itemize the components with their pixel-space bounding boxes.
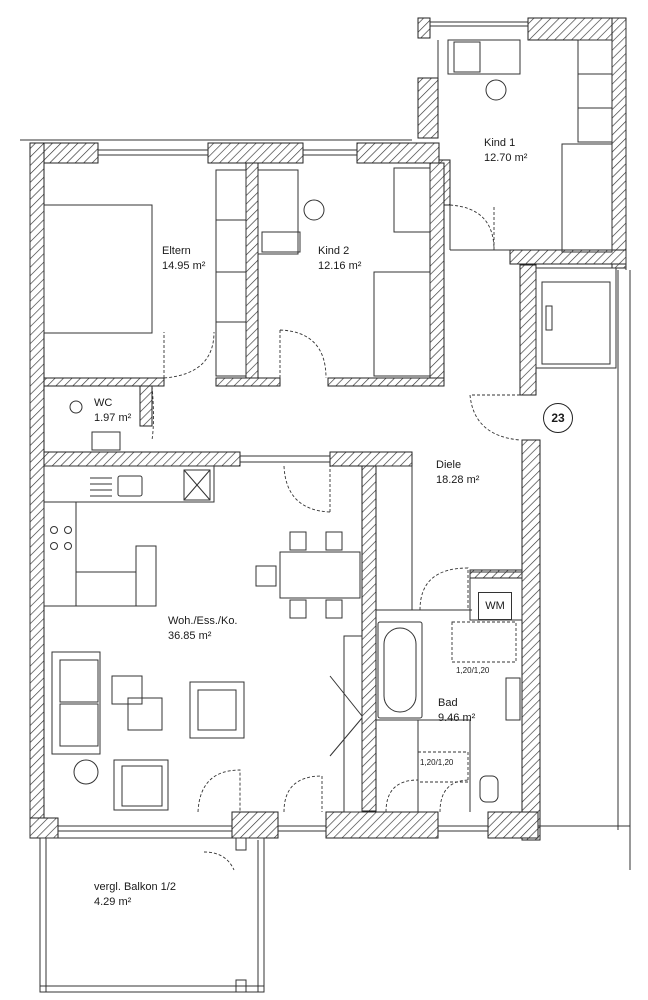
wall-kind2-bottom-right	[327, 377, 445, 387]
room-eltern-name: Eltern	[162, 245, 191, 257]
room-eltern-area: 14.95 m²	[162, 260, 206, 272]
door-eltern	[163, 331, 215, 379]
room-kind2: Kind 2 12.16 m²	[318, 244, 361, 274]
wall-wc-bottom	[43, 451, 241, 467]
room-wc-area: 1.97 m²	[94, 412, 132, 424]
room-balkon: vergl. Balkon 1/2 4.29 m²	[94, 880, 176, 910]
door-shower-2	[439, 779, 471, 813]
wall-kind1-right	[611, 17, 627, 269]
interior-lines	[20, 20, 631, 993]
doors	[151, 204, 521, 871]
wall-top-right	[356, 142, 440, 164]
door-kind1	[449, 204, 495, 251]
door-shower	[385, 779, 419, 813]
wall-eltern-bottom	[43, 377, 165, 387]
unit-number-badge: 23	[543, 403, 573, 433]
room-balkon-name: vergl. Balkon 1/2	[94, 881, 176, 893]
room-kind1: Kind 1 12.70 m²	[484, 136, 527, 166]
door-balcony-small	[203, 851, 235, 871]
wall-kind2-bottom-mid	[215, 377, 281, 387]
wall-hall-right	[519, 264, 537, 396]
door-balcony	[197, 769, 241, 813]
wall-bottom-right	[487, 811, 539, 839]
room-diele-area: 18.28 m²	[436, 474, 480, 486]
room-kind2-name: Kind 2	[318, 245, 350, 257]
room-bad-area: 9.46 m²	[438, 712, 476, 724]
room-wc-name: WC	[94, 397, 113, 409]
wall-bath-wm-right	[469, 569, 523, 579]
room-wohnen-name: Woh./Ess./Ko.	[168, 615, 238, 627]
room-wohnen-area: 36.85 m²	[168, 630, 212, 642]
wall-left	[29, 142, 45, 839]
washing-machine-label: WM	[478, 592, 512, 620]
room-wohnen: Woh./Ess./Ko. 36.85 m²	[168, 614, 238, 644]
room-diele: Diele 18.28 m²	[436, 458, 479, 488]
wall-hall-right-lower	[521, 439, 541, 841]
door-living	[283, 465, 331, 513]
room-eltern: Eltern 14.95 m²	[162, 244, 205, 274]
wall-bottom-bath	[325, 811, 439, 839]
wall-kind1-left	[417, 77, 439, 139]
room-wc: WC 1.97 m²	[94, 396, 131, 426]
wall-bottom-pillar	[231, 811, 279, 839]
wall-kind2-right	[429, 162, 445, 379]
room-diele-name: Diele	[436, 459, 462, 471]
walls	[29, 17, 627, 841]
wall-kind1-top-right	[527, 17, 627, 41]
room-kind2-area: 12.16 m²	[318, 260, 362, 272]
wall-top-mid	[207, 142, 304, 164]
door-balcony-2	[283, 775, 323, 813]
wall-living-right	[361, 465, 377, 812]
shower-size-upper: 1,20/1,20	[456, 666, 490, 675]
wall-bottom-left	[29, 817, 59, 839]
room-kind1-name: Kind 1	[484, 137, 516, 149]
room-bad: Bad 9.46 m²	[438, 696, 475, 726]
room-kind1-area: 12.70 m²	[484, 152, 528, 164]
shower-size-lower: 1,20/1,20	[420, 758, 454, 767]
wall-wc-right	[139, 385, 153, 427]
wall-living-top-right	[329, 451, 413, 467]
door-kind2	[279, 329, 327, 379]
door-bath	[419, 567, 469, 611]
room-bad-name: Bad	[438, 697, 458, 709]
wall-kind1-top-left	[417, 17, 431, 39]
wall-eltern-kind2	[245, 162, 259, 379]
room-balkon-area: 4.29 m²	[94, 896, 132, 908]
door-wc	[151, 385, 154, 441]
door-hall-entry	[469, 394, 521, 441]
